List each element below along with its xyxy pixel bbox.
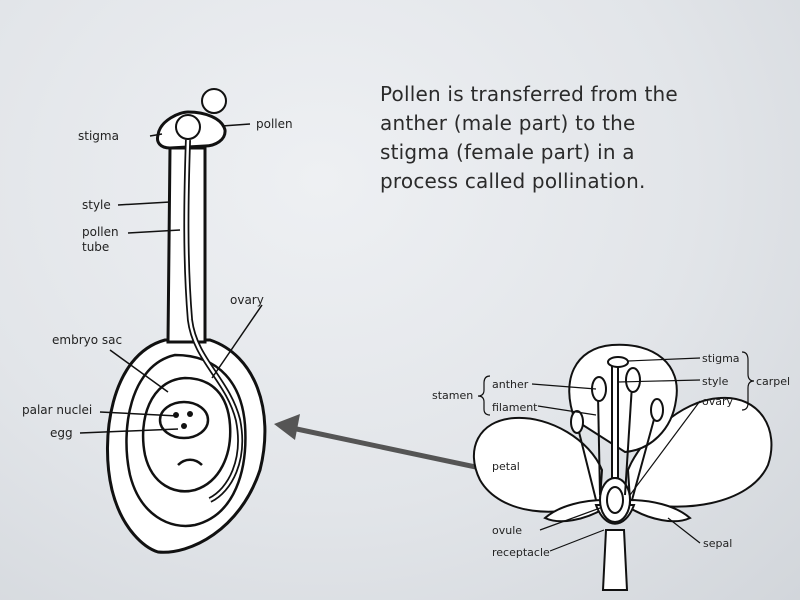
egg-cell bbox=[158, 400, 210, 440]
pollen-grain bbox=[175, 114, 201, 140]
egg-nucleus bbox=[181, 423, 187, 429]
petal-left bbox=[472, 416, 604, 513]
label-pollen-tube: tube bbox=[82, 240, 109, 254]
sepal-left bbox=[543, 498, 606, 523]
label-carpel: carpel bbox=[756, 375, 790, 388]
label-sepal: sepal bbox=[703, 537, 732, 550]
label-pollen-tube: pollen bbox=[82, 225, 119, 239]
label-petal: petal bbox=[492, 460, 520, 473]
label-style: style bbox=[82, 198, 111, 212]
polar-nucleus bbox=[187, 411, 193, 417]
label-stamen: stamen bbox=[432, 389, 473, 402]
caption-line: anther (male part) to the bbox=[380, 111, 636, 135]
flower-leader-lines bbox=[531, 357, 701, 552]
carpel-leader-lines bbox=[79, 123, 263, 434]
petal-back bbox=[568, 343, 678, 454]
pollen-tube-inner bbox=[185, 139, 242, 502]
caption-line: Pollen is transferred from the bbox=[380, 82, 678, 106]
micropyle bbox=[177, 458, 203, 466]
caption-text: Pollen is transferred from the anther (m… bbox=[380, 80, 780, 196]
caption-line: stigma (female part) in a bbox=[380, 140, 635, 164]
carpel-bracket bbox=[741, 351, 755, 411]
label-flower-stigma: stigma bbox=[702, 352, 740, 365]
flower-diagram bbox=[472, 343, 773, 591]
arrowhead bbox=[274, 414, 300, 440]
label-pollen: pollen bbox=[256, 117, 293, 131]
label-polar-nuclei: palar nuclei bbox=[22, 403, 92, 417]
label-embryo-sac: embryo sac bbox=[52, 333, 122, 347]
filament bbox=[577, 427, 597, 501]
sepal-right bbox=[629, 498, 692, 523]
filament bbox=[624, 384, 633, 496]
label-ovule: ovule bbox=[492, 524, 522, 537]
label-egg: egg bbox=[50, 426, 73, 440]
pollen-grain bbox=[201, 88, 227, 114]
caption-line: process called pollination. bbox=[380, 169, 646, 193]
label-flower-ovary: ovary bbox=[702, 395, 734, 408]
flower-ovule bbox=[606, 486, 624, 514]
anther bbox=[650, 398, 664, 422]
carpel-diagram bbox=[106, 88, 267, 554]
flower-style bbox=[611, 364, 619, 479]
label-receptacle: receptacle bbox=[492, 546, 550, 559]
flower-stigma bbox=[607, 356, 629, 368]
filament bbox=[597, 394, 601, 496]
flower-stem bbox=[601, 529, 629, 591]
label-stigma: stigma bbox=[78, 129, 119, 143]
polar-nucleus bbox=[173, 412, 179, 418]
label-ovary: ovary bbox=[230, 293, 264, 307]
embryo-sac bbox=[141, 376, 232, 493]
anther bbox=[625, 367, 641, 393]
stamen-bracket bbox=[477, 375, 491, 416]
label-filament: filament bbox=[492, 401, 538, 414]
label-flower-style: style bbox=[702, 375, 729, 388]
anther bbox=[570, 410, 584, 434]
label-anther: anther bbox=[492, 378, 529, 391]
ovary-wall-inner bbox=[125, 353, 247, 528]
filament bbox=[631, 411, 657, 501]
